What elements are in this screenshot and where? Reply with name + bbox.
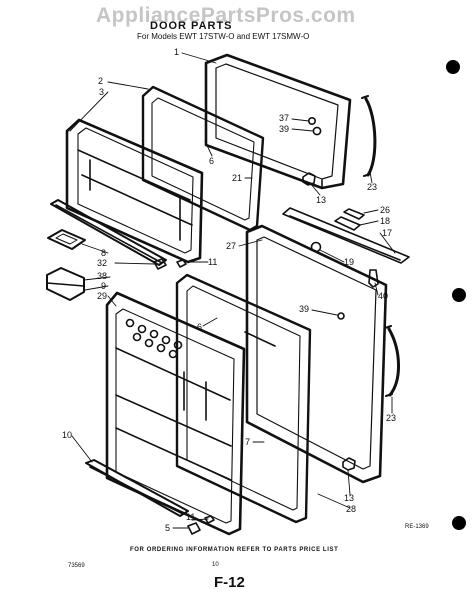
page-number: F-12 [214,574,245,591]
part-11-screw-top [176,259,187,268]
callout-38: 38 [97,271,108,281]
callout-6-upper: 6 [209,156,215,166]
callout-3: 3 [99,87,105,97]
callout-32: 32 [97,258,108,268]
callout-26: 26 [380,205,391,215]
callout-21: 21 [232,173,243,183]
callout-11-lower: 11 [186,512,196,522]
callout-1: 1 [174,47,180,57]
freezer-liner-frame [141,85,265,232]
freezer-handle [364,97,377,177]
callout-23-upper: 23 [367,182,378,192]
fresh-food-door-panel [245,224,388,484]
watermark: AppliancePartsPros.com [96,4,356,27]
freezer-door-shelf [65,118,204,264]
small-bin-part-38 [46,267,85,301]
callout-5: 5 [165,523,171,533]
callout-11-upper: 11 [208,257,218,267]
ordering-info-note: FOR ORDERING INFORMATION REFER TO PARTS … [130,547,339,553]
part-11-screw-bottom [204,515,215,524]
footer-mid-code: 10 [212,562,219,568]
callout-8: 8 [101,248,107,258]
callout-13-lower: 13 [344,493,355,503]
callout-9: 9 [101,281,107,291]
fresh-food-door-shelf [105,291,246,536]
part-39-screw [312,126,322,136]
callout-27: 27 [226,241,237,251]
part-39-screw-lower [337,312,345,320]
binder-hole-middle [452,288,466,302]
binder-hole-bottom [452,516,466,530]
callout-6-lower: 6 [197,322,203,332]
part-13-bumper-top [302,172,316,186]
footer-left-code: 73569 [68,563,85,569]
callout-28: 28 [346,504,357,514]
part-5-hinge-bottom [187,522,201,535]
models-subtitle: For Models EWT 17STW-O and EWT 17SMW-O [137,32,310,41]
callout-13-upper: 13 [316,195,327,205]
callout-18: 18 [380,216,391,226]
fresh-food-handle [387,327,400,397]
part-37-stop [307,117,316,126]
freezer-door-panel [204,53,352,190]
callout-19: 19 [344,257,355,267]
diagram-title: DOOR PARTS [150,20,233,32]
callout-39-lower: 39 [299,304,310,314]
callout-40: 40 [378,291,389,301]
callout-29: 29 [97,291,108,301]
upper-trim-bar [50,199,167,266]
callout-17: 17 [382,228,393,238]
callout-23-lower: 23 [386,413,397,423]
part-32-clip [153,258,167,270]
part-13-bumper-bottom [342,457,356,471]
callout-39-upper: 39 [279,124,290,134]
binder-hole-top [446,60,460,74]
callout-10: 10 [62,430,73,440]
drawing-ref-code: RE-1369 [405,524,429,530]
callout-7: 7 [245,437,251,447]
small-bin-part-8 [47,229,86,250]
callout-37: 37 [279,113,290,123]
callout-2: 2 [98,76,104,86]
